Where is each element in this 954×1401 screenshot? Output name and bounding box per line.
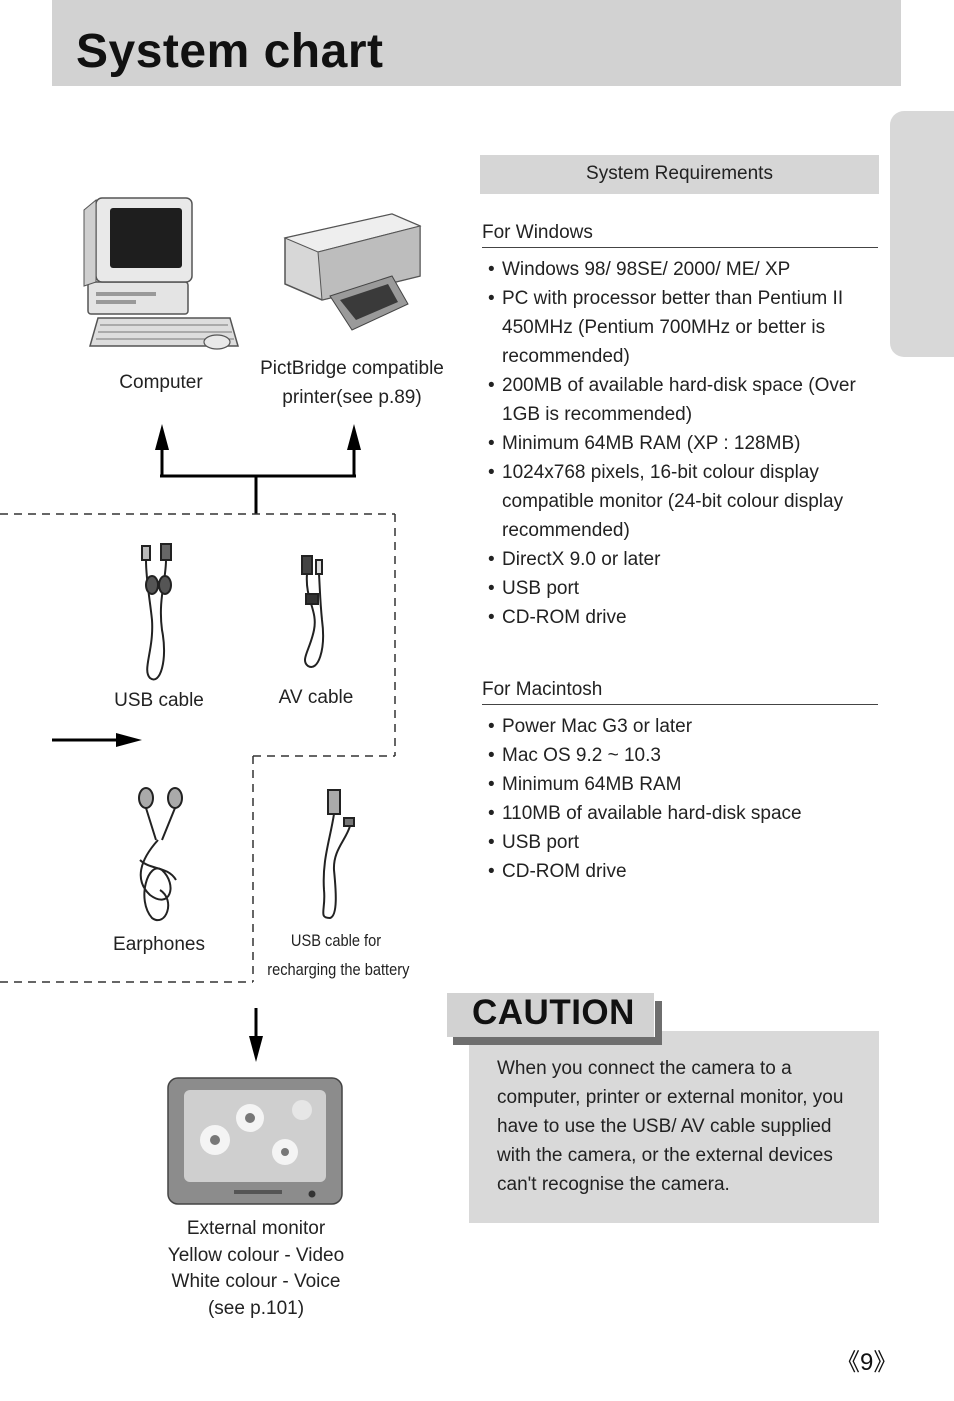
printer-icon [283, 213, 422, 331]
monitor-label: External monitor Yellow colour - Video W… [146, 1216, 366, 1322]
av-cable-icon [301, 555, 324, 668]
list-item: Minimum 64MB RAM (XP : 128MB) [488, 429, 878, 458]
usb-charge-label-line1: USB cable for [290, 931, 382, 950]
list-item: USB port [488, 828, 878, 857]
caution-title: CAUTION [472, 993, 635, 1032]
monitor-label-line: (see p.101) [207, 1297, 305, 1319]
usb-cable-icon [141, 543, 172, 681]
list-item: CD-ROM drive [488, 603, 878, 632]
requirements-header: System Requirements [480, 155, 879, 194]
monitor-label-line: Yellow colour - Video [167, 1244, 345, 1266]
av-cable-label: AV cable [278, 687, 354, 708]
monitor-icon [167, 1077, 343, 1205]
earphones-icon [138, 787, 183, 921]
mac-heading: For Macintosh [482, 678, 878, 705]
list-item: PC with processor better than Pentium II… [488, 284, 878, 371]
list-item: DirectX 9.0 or later [488, 545, 878, 574]
mac-requirements-list: Power Mac G3 or later Mac OS 9.2 ~ 10.3 … [488, 712, 878, 886]
windows-requirements-list: Windows 98/ 98SE/ 2000/ ME/ XP PC with p… [488, 255, 878, 632]
usb-charge-label-line2: recharging the battery [267, 960, 410, 979]
side-tab [890, 111, 954, 357]
earphones-label: Earphones [113, 934, 205, 955]
computer-label: Computer [119, 372, 203, 393]
caution-text: When you connect the camera to a compute… [497, 1058, 844, 1195]
list-item: Mac OS 9.2 ~ 10.3 [488, 741, 878, 770]
windows-heading: For Windows [482, 221, 878, 248]
title-band [52, 0, 901, 86]
printer-label-line2: printer(see p.89) [282, 387, 422, 408]
list-item: CD-ROM drive [488, 857, 878, 886]
usb-cable-label: USB cable [114, 690, 204, 711]
page-title: System chart [76, 25, 384, 78]
list-item: Windows 98/ 98SE/ 2000/ ME/ XP [488, 255, 878, 284]
caution-box [469, 1031, 879, 1223]
list-item: Minimum 64MB RAM [488, 770, 878, 799]
caution-tab [447, 993, 655, 1037]
printer-label-line1: PictBridge compatible [260, 358, 444, 379]
list-item: 1024x768 pixels, 16-bit colour display c… [488, 458, 878, 545]
page-number: 《9》 [836, 1349, 898, 1376]
monitor-label-line: External monitor [186, 1218, 326, 1239]
list-item: 200MB of available hard-disk space (Over… [488, 371, 878, 429]
list-item: Power Mac G3 or later [488, 712, 878, 741]
list-item: USB port [488, 574, 878, 603]
monitor-label-line: White colour - Voice [171, 1271, 341, 1292]
usb-charge-cable-icon [322, 789, 355, 920]
list-item: 110MB of available hard-disk space [488, 799, 878, 828]
computer-icon [83, 197, 239, 350]
